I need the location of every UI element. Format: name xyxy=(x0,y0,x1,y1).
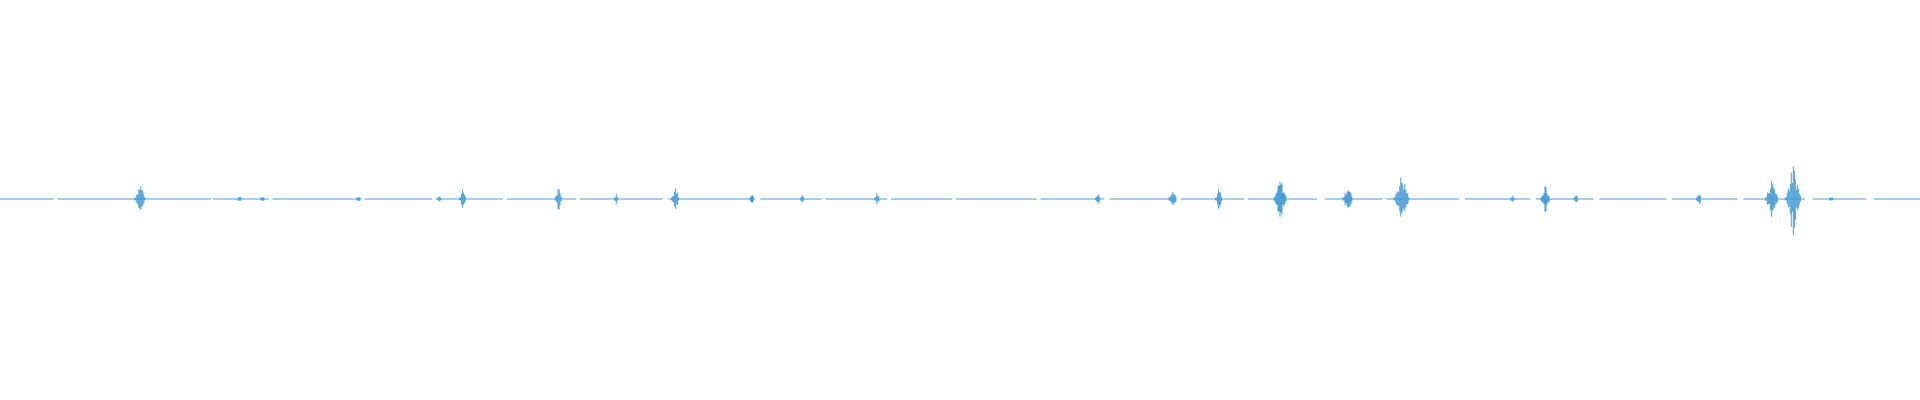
waveform-burst xyxy=(1168,191,1177,206)
waveform-bursts xyxy=(134,166,1834,235)
waveform-burst xyxy=(1540,186,1550,212)
waveform-burst xyxy=(874,192,880,205)
waveform-burst xyxy=(1095,194,1101,204)
waveform-burst xyxy=(1829,197,1834,201)
waveform-burst xyxy=(437,196,442,202)
waveform-burst xyxy=(1393,177,1410,217)
waveform-burst xyxy=(1215,189,1223,209)
waveform-burst xyxy=(356,197,361,201)
waveform-burst xyxy=(1696,194,1702,204)
waveform-burst xyxy=(749,195,755,203)
waveform-burst xyxy=(134,186,146,210)
waveform-burst xyxy=(671,188,680,209)
waveform-burst xyxy=(237,196,242,201)
waveform-burst xyxy=(1273,181,1287,217)
waveform-burst xyxy=(800,195,805,203)
waveform-burst xyxy=(260,196,265,201)
waveform-burst xyxy=(1765,181,1779,217)
waveform-burst xyxy=(1342,190,1353,208)
waveform-burst xyxy=(1784,166,1801,235)
waveform-burst xyxy=(1510,195,1515,203)
waveform-burst xyxy=(458,189,466,208)
waveform-burst xyxy=(554,189,562,210)
waveform-burst xyxy=(1573,195,1578,203)
waveform-burst xyxy=(613,193,618,205)
